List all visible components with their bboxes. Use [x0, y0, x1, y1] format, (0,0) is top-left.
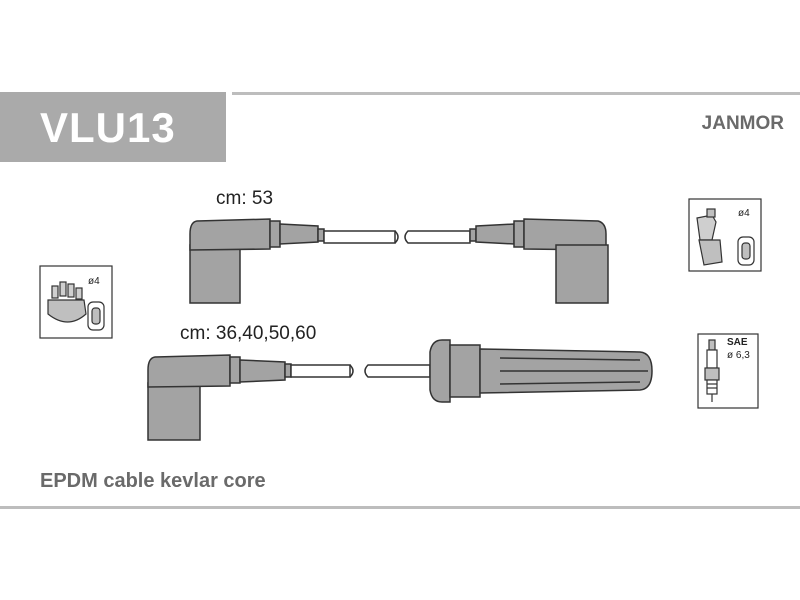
brand-name: JANMOR	[701, 113, 784, 134]
footer-rule	[0, 506, 800, 509]
cable-2-length: cm: 36,40,50,60	[180, 323, 317, 344]
part-code: VLU13	[40, 104, 176, 151]
distributor-right-diameter: ø4	[738, 208, 750, 219]
cable-1-right-boot	[469, 218, 609, 304]
distributor-left-diameter: ø4	[88, 276, 100, 287]
distributor-cap-icon-left	[39, 265, 113, 339]
part-code-box	[0, 92, 226, 162]
cable-description: EPDM cable kevlar core	[40, 470, 266, 492]
spark-plug-diameter: ø 6,3	[727, 350, 750, 361]
spark-plug-icon	[697, 333, 759, 409]
distributor-cap-icon-right	[688, 198, 762, 272]
spark-plug-standard: SAE	[727, 337, 748, 348]
cable-1-left-boot	[189, 218, 325, 304]
cable-2-straight-boot	[429, 339, 653, 403]
cable-2-wire	[290, 364, 431, 378]
header-rule	[232, 92, 800, 95]
cable-1-wire	[323, 230, 471, 244]
cable-1-length: cm: 53	[216, 188, 274, 209]
cable-2-left-boot	[147, 354, 292, 441]
